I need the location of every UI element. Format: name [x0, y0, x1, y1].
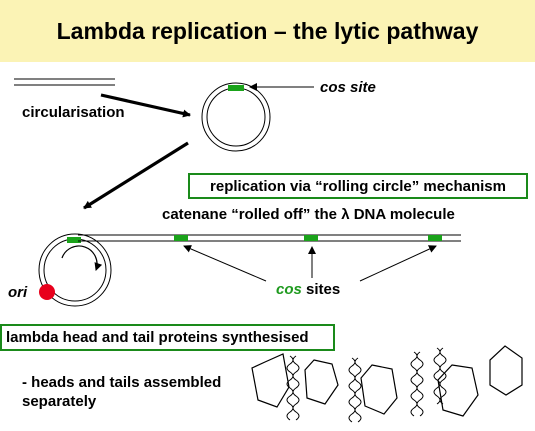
ori-marker: [39, 284, 55, 300]
cos-sites-label: cos sites: [276, 281, 340, 298]
assembly-note: - heads and tails assembled separately: [22, 374, 222, 410]
title-bar: Lambda replication – the lytic pathway: [0, 0, 535, 62]
phage-heads: [251, 345, 523, 417]
linear-dna: [14, 78, 115, 86]
circularisation-label: circularisation: [22, 104, 125, 121]
replication-mechanism-text: replication via “rolling circle” mechani…: [210, 177, 506, 195]
replication-mechanism-box: replication via “rolling circle” mechani…: [188, 173, 528, 199]
cos-site-label: cos site: [320, 79, 376, 96]
cos-sites-pointers: [183, 245, 437, 282]
cos-sites-label-prefix: cos: [276, 281, 302, 298]
replication-arrow: [83, 141, 189, 210]
cos-site-marker: [228, 85, 244, 91]
phage-tails: [286, 347, 447, 423]
cos-site-marker-3: [428, 235, 442, 241]
proteins-synthesised-text: lambda head and tail proteins synthesise…: [6, 329, 309, 346]
cos-sites-label-suffix: sites: [301, 281, 341, 298]
cos-site-marker-1: [174, 235, 188, 241]
cos-site-marker-2: [304, 235, 318, 241]
catenane-label: catenane “rolled off” the λ DNA molecule: [162, 206, 455, 223]
proteins-synthesised-box: lambda head and tail proteins synthesise…: [0, 324, 335, 351]
slide-title: Lambda replication – the lytic pathway: [56, 17, 479, 44]
catenane-strand: [78, 234, 461, 242]
cos-site-marker-rolling: [67, 237, 81, 243]
circular-dna: [201, 82, 271, 152]
ori-label: ori: [8, 284, 28, 301]
rolling-circle: [38, 233, 112, 307]
circularisation-arrow: [100, 93, 191, 118]
